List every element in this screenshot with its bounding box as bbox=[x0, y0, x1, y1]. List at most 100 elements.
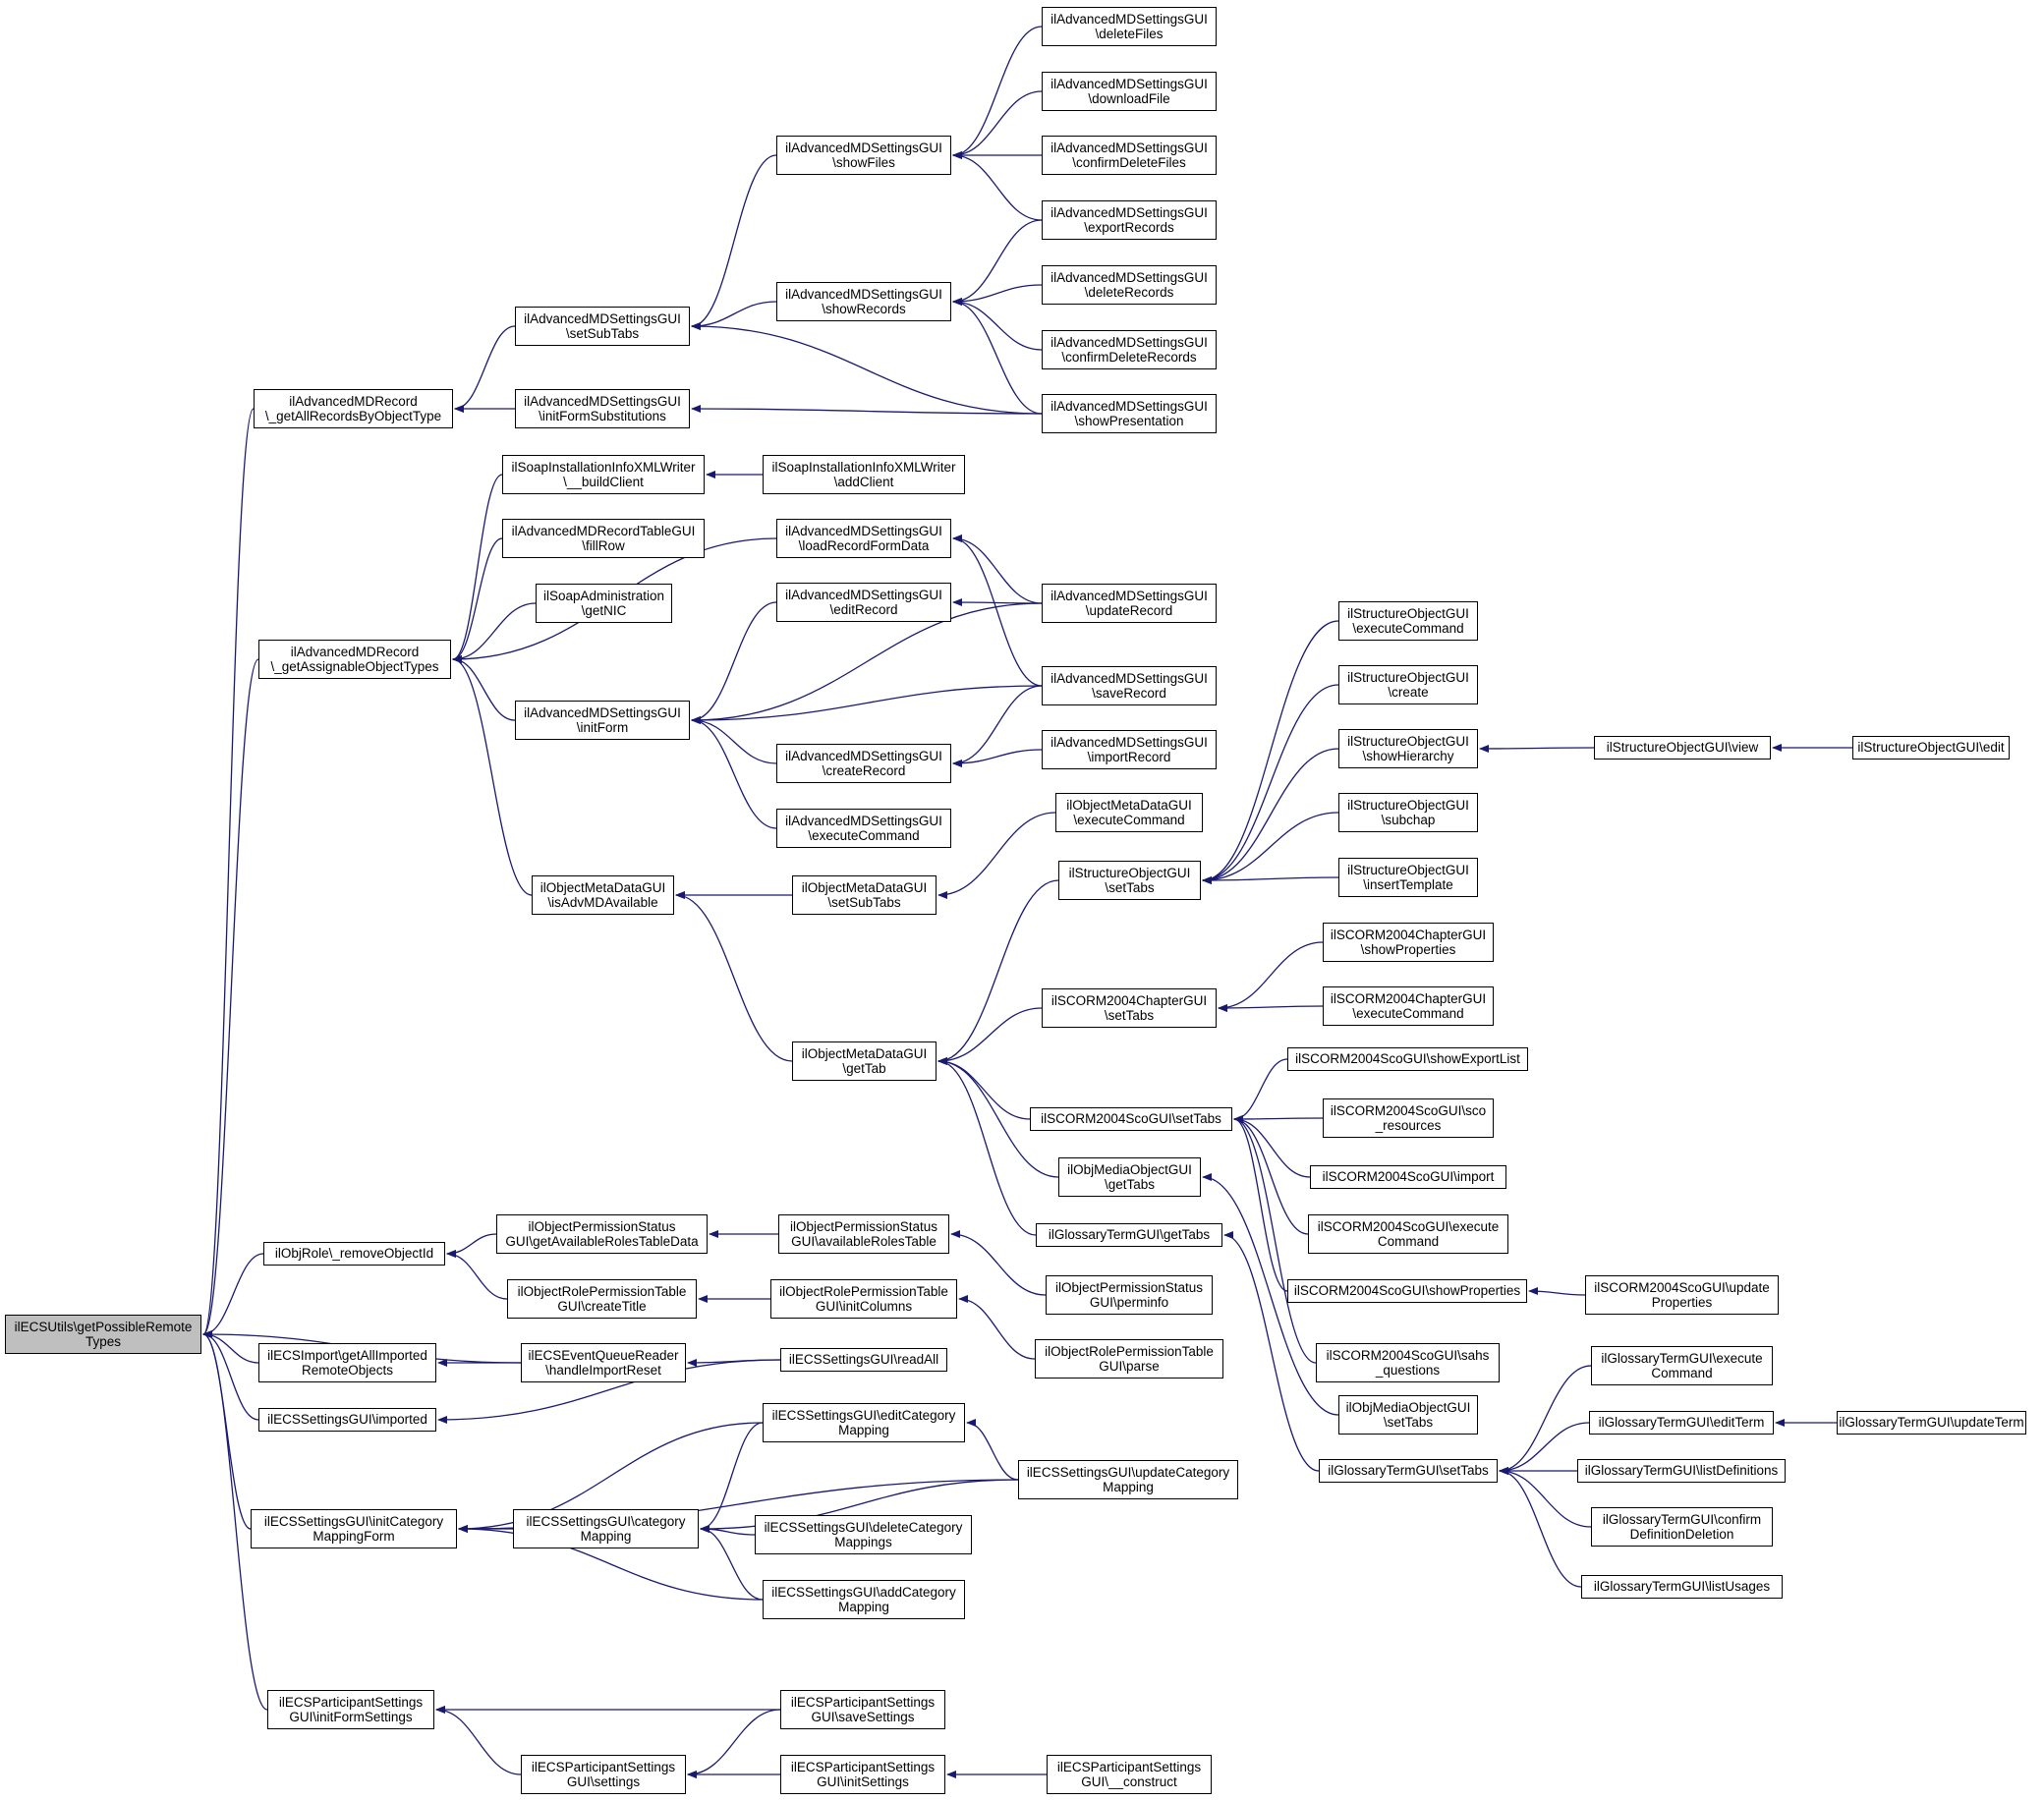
graph-node[interactable]: ilObjMediaObjectGUI\getTabs bbox=[1058, 1157, 1201, 1197]
graph-node[interactable]: ilAdvancedMDSettingsGUI\initForm bbox=[515, 701, 690, 740]
graph-node[interactable]: ilSCORM2004ScoGUI\sahs_questions bbox=[1316, 1343, 1500, 1382]
graph-node[interactable]: ilSoapInstallationInfoXMLWriter\addClien… bbox=[763, 455, 965, 494]
call-edge bbox=[1202, 684, 1339, 884]
graph-node[interactable]: ilSoapAdministration\getNIC bbox=[536, 584, 672, 623]
graph-node[interactable]: ilAdvancedMDSettingsGUI\initFormSubstitu… bbox=[515, 389, 690, 428]
graph-node[interactable]: ilECSEventQueueReader\handleImportReset bbox=[521, 1343, 686, 1382]
graph-node[interactable]: ilSCORM2004ScoGUI\setTabs bbox=[1030, 1107, 1232, 1131]
node-label-line: ilECSSettingsGUI\readAll bbox=[788, 1352, 939, 1368]
graph-node[interactable]: ilAdvancedMDSettingsGUI\importRecord bbox=[1042, 730, 1217, 769]
graph-node[interactable]: ilStructureObjectGUI\setTabs bbox=[1058, 861, 1201, 900]
graph-node[interactable]: ilAdvancedMDSettingsGUI\showRecords bbox=[776, 282, 951, 321]
graph-node[interactable]: ilSoapInstallationInfoXMLWriter\__buildC… bbox=[502, 455, 705, 494]
call-edge bbox=[202, 1253, 264, 1338]
graph-node[interactable]: ilGlossaryTermGUI\updateTerm bbox=[1837, 1411, 2026, 1435]
call-edge bbox=[700, 1479, 1019, 1533]
graph-node[interactable]: ilStructureObjectGUI\insertTemplate bbox=[1338, 858, 1478, 897]
graph-node[interactable]: ilObjRole\_removeObjectId bbox=[263, 1242, 445, 1266]
call-edge bbox=[700, 1525, 764, 1601]
graph-node[interactable]: ilStructureObjectGUI\edit bbox=[1852, 736, 2010, 760]
graph-node[interactable]: ilStructureObjectGUI\showHierarchy bbox=[1338, 729, 1478, 768]
graph-node[interactable]: ilGlossaryTermGUI\setTabs bbox=[1319, 1459, 1498, 1483]
graph-node[interactable]: ilObjectMetaDataGUI\getTab bbox=[792, 1041, 937, 1081]
graph-node[interactable]: ilGlossaryTermGUI\getTabs bbox=[1036, 1223, 1222, 1247]
graph-node[interactable]: ilAdvancedMDSettingsGUI\exportRecords bbox=[1042, 200, 1217, 240]
graph-node[interactable]: ilStructureObjectGUI\view bbox=[1594, 736, 1771, 760]
graph-node[interactable]: ilAdvancedMDSettingsGUI\confirmDeleteRec… bbox=[1042, 330, 1217, 369]
call-edge bbox=[452, 655, 533, 896]
node-label-line: ilStructureObjectGUI\view bbox=[1606, 740, 1759, 756]
graph-node[interactable]: ilAdvancedMDRecord\_getAllRecordsByObjec… bbox=[254, 389, 453, 428]
graph-node[interactable]: ilSCORM2004ScoGUI\showProperties bbox=[1287, 1279, 1527, 1303]
graph-node[interactable]: ilAdvancedMDSettingsGUI\downloadFile bbox=[1042, 72, 1217, 111]
graph-node[interactable]: ilSCORM2004ChapterGUI\executeCommand bbox=[1323, 986, 1494, 1026]
graph-node[interactable]: ilObjMediaObjectGUI\setTabs bbox=[1338, 1395, 1478, 1435]
graph-node[interactable]: ilAdvancedMDSettingsGUI\updateRecord bbox=[1042, 584, 1217, 623]
node-label-line: GUI\initColumns bbox=[815, 1299, 913, 1314]
graph-node[interactable]: ilStructureObjectGUI\executeCommand bbox=[1338, 601, 1478, 641]
graph-node[interactable]: ilGlossaryTermGUI\listUsages bbox=[1581, 1575, 1783, 1599]
node-label-line: ilSCORM2004ScoGUI\setTabs bbox=[1041, 1111, 1221, 1127]
node-label-line: \setTabs bbox=[1105, 880, 1155, 895]
call-edge bbox=[452, 602, 537, 663]
node-label-line: Mapping bbox=[838, 1600, 889, 1614]
graph-node[interactable]: ilObjectMetaDataGUI\setSubTabs bbox=[792, 875, 937, 915]
graph-node[interactable]: ilAdvancedMDSettingsGUI\showPresentation bbox=[1042, 394, 1217, 433]
call-edge bbox=[458, 1422, 764, 1533]
node-label-line: ilSCORM2004ScoGUI\showExportList bbox=[1295, 1051, 1520, 1067]
graph-node[interactable]: ilAdvancedMDRecordTableGUI\fillRow bbox=[502, 519, 705, 558]
graph-node[interactable]: ilAdvancedMDSettingsGUI\executeCommand bbox=[776, 809, 951, 848]
graph-node[interactable]: ilGlossaryTermGUI\editTerm bbox=[1589, 1411, 1774, 1435]
graph-node[interactable]: ilObjectMetaDataGUI\isAdvMDAvailable bbox=[532, 875, 674, 915]
graph-node[interactable]: ilAdvancedMDSettingsGUI\confirmDeleteFil… bbox=[1042, 136, 1217, 175]
call-edge bbox=[1499, 1467, 1582, 1588]
graph-node[interactable]: ilSCORM2004ChapterGUI\setTabs bbox=[1042, 988, 1217, 1028]
call-edge bbox=[202, 1330, 268, 1711]
graph-node[interactable]: ilAdvancedMDSettingsGUI\deleteRecords bbox=[1042, 265, 1217, 305]
call-edge bbox=[952, 298, 1043, 415]
graph-node[interactable]: ilStructureObjectGUI\create bbox=[1338, 665, 1478, 704]
graph-node[interactable]: ilSCORM2004ScoGUI\showExportList bbox=[1287, 1047, 1528, 1071]
graph-node[interactable]: ilAdvancedMDSettingsGUI\deleteFiles bbox=[1042, 7, 1217, 46]
graph-node[interactable]: ilGlossaryTermGUI\listDefinitions bbox=[1577, 1459, 1786, 1483]
graph-node[interactable]: ilObjectMetaDataGUI\executeCommand bbox=[1055, 793, 1203, 832]
graph-node[interactable]: ilAdvancedMDSettingsGUI\showFiles bbox=[776, 136, 951, 175]
graph-node[interactable]: ilAdvancedMDSettingsGUI\saveRecord bbox=[1042, 666, 1217, 705]
graph-node[interactable]: ilECSSettingsGUI\imported bbox=[258, 1408, 436, 1432]
graph-node[interactable]: ilECSSettingsGUI\readAll bbox=[780, 1348, 947, 1372]
graph-node[interactable]: ilAdvancedMDSettingsGUI\setSubTabs bbox=[515, 307, 690, 346]
node-label-line: ilECSParticipantSettings bbox=[790, 1694, 936, 1710]
graph-node[interactable]: ilStructureObjectGUI\subchap bbox=[1338, 793, 1478, 832]
graph-node[interactable]: ilAdvancedMDSettingsGUI\editRecord bbox=[776, 583, 951, 622]
graph-node[interactable]: ilAdvancedMDSettingsGUI\loadRecordFormDa… bbox=[776, 519, 951, 558]
node-label-line: ilSCORM2004ChapterGUI bbox=[1330, 990, 1487, 1006]
graph-node[interactable]: ilSCORM2004ChapterGUI\showProperties bbox=[1323, 923, 1494, 962]
graph-node[interactable]: ilAdvancedMDSettingsGUI\createRecord bbox=[776, 744, 951, 783]
graph-node[interactable]: ilAdvancedMDRecord\_getAssignableObjectT… bbox=[258, 640, 451, 679]
graph-node[interactable]: ilSCORM2004ScoGUI\import bbox=[1310, 1165, 1506, 1189]
graph-node[interactable]: ilSCORM2004ScoGUI\sco_resources bbox=[1323, 1098, 1494, 1138]
